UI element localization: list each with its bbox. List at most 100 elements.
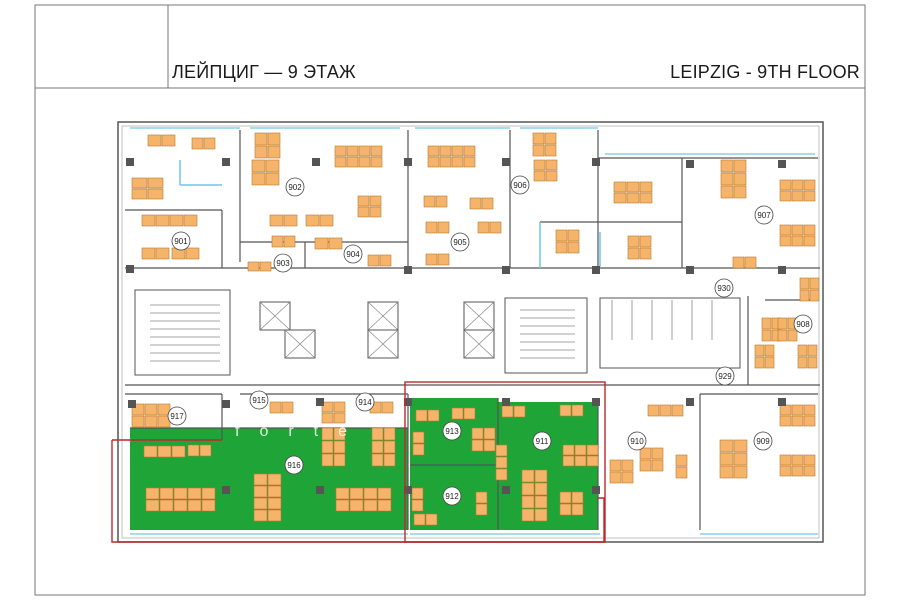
desk xyxy=(626,181,640,193)
desk xyxy=(201,487,216,500)
desk xyxy=(183,214,198,227)
desk xyxy=(562,444,575,456)
desk xyxy=(463,156,476,168)
desk xyxy=(427,156,440,168)
desk xyxy=(171,445,186,458)
room-label-906: 906 xyxy=(510,175,530,195)
desk xyxy=(357,206,370,218)
desk xyxy=(321,427,334,441)
desk xyxy=(412,443,425,456)
desk xyxy=(534,482,548,496)
desk xyxy=(809,289,820,302)
room-label-badge xyxy=(171,231,191,251)
desk xyxy=(254,145,268,159)
desk xyxy=(411,499,424,512)
desk xyxy=(425,513,438,526)
desk xyxy=(144,403,158,416)
desk xyxy=(719,439,734,453)
desk xyxy=(377,487,392,500)
desk xyxy=(797,356,808,369)
desk xyxy=(411,487,424,500)
desk xyxy=(495,456,508,469)
room-number: 917 xyxy=(170,412,184,421)
desk xyxy=(147,188,164,200)
desk xyxy=(369,206,382,218)
desk xyxy=(144,415,158,428)
desk xyxy=(779,415,792,427)
desk xyxy=(283,235,296,248)
desk xyxy=(754,344,765,357)
column-23 xyxy=(316,486,324,494)
desk xyxy=(720,185,734,199)
desk xyxy=(155,247,170,260)
page-title-english: LEIPZIG - 9TH FLOOR xyxy=(670,62,860,82)
desk xyxy=(733,439,748,453)
desk xyxy=(533,159,546,171)
room-label-badge xyxy=(442,421,462,441)
desk xyxy=(779,190,792,202)
room-label-badge xyxy=(442,486,462,506)
desk xyxy=(253,473,268,486)
desk xyxy=(267,509,282,522)
desk xyxy=(501,405,514,418)
desk xyxy=(621,471,634,484)
desk xyxy=(559,503,572,516)
column-14 xyxy=(128,400,136,408)
desk xyxy=(423,195,436,208)
room-label-badge xyxy=(793,314,813,334)
desk xyxy=(267,497,282,510)
desk xyxy=(613,181,627,193)
desk xyxy=(626,192,640,204)
room-number: 903 xyxy=(276,259,290,268)
desk xyxy=(571,491,584,504)
desk xyxy=(754,356,765,369)
desk xyxy=(371,440,384,454)
room-number: 913 xyxy=(445,427,459,436)
desk xyxy=(532,144,545,157)
desk xyxy=(157,445,172,458)
desk xyxy=(451,407,464,420)
desk xyxy=(791,454,804,466)
desk xyxy=(157,403,171,416)
room-number: 911 xyxy=(536,437,549,446)
desk xyxy=(371,453,384,467)
selection-outline xyxy=(111,381,606,543)
desk xyxy=(495,468,508,481)
desk xyxy=(412,431,425,444)
room-label-badge xyxy=(285,177,305,197)
desk xyxy=(609,459,622,472)
desk xyxy=(370,156,383,168)
page-title-russian: ЛЕЙПЦИГ — 9 ЭТАЖ xyxy=(172,62,356,82)
desk xyxy=(427,145,440,157)
desk xyxy=(489,221,502,234)
room-label-badge xyxy=(754,205,774,225)
desk xyxy=(733,452,748,466)
column-15 xyxy=(222,400,230,408)
desk xyxy=(333,401,346,413)
elevator-cross xyxy=(259,301,291,331)
desk xyxy=(521,508,535,522)
desk xyxy=(199,444,212,457)
column-9 xyxy=(404,266,412,274)
desk xyxy=(559,404,572,417)
desk xyxy=(334,145,347,157)
room-number: 907 xyxy=(757,211,771,220)
desk xyxy=(131,403,145,416)
elevator-cross xyxy=(284,329,316,359)
desk xyxy=(269,401,282,414)
desk xyxy=(314,237,329,250)
room-label-badge xyxy=(273,253,293,273)
desk xyxy=(720,159,734,173)
desk xyxy=(659,404,672,417)
desk xyxy=(251,159,266,173)
desk xyxy=(639,192,653,204)
desk xyxy=(809,277,820,290)
desk xyxy=(791,404,804,416)
room-label-910: 910 xyxy=(627,431,647,451)
desk xyxy=(779,179,792,191)
elevator-cross xyxy=(367,301,399,331)
desk xyxy=(803,404,816,416)
desk xyxy=(533,170,546,182)
room-label-badge xyxy=(715,366,735,386)
desk xyxy=(283,214,298,227)
